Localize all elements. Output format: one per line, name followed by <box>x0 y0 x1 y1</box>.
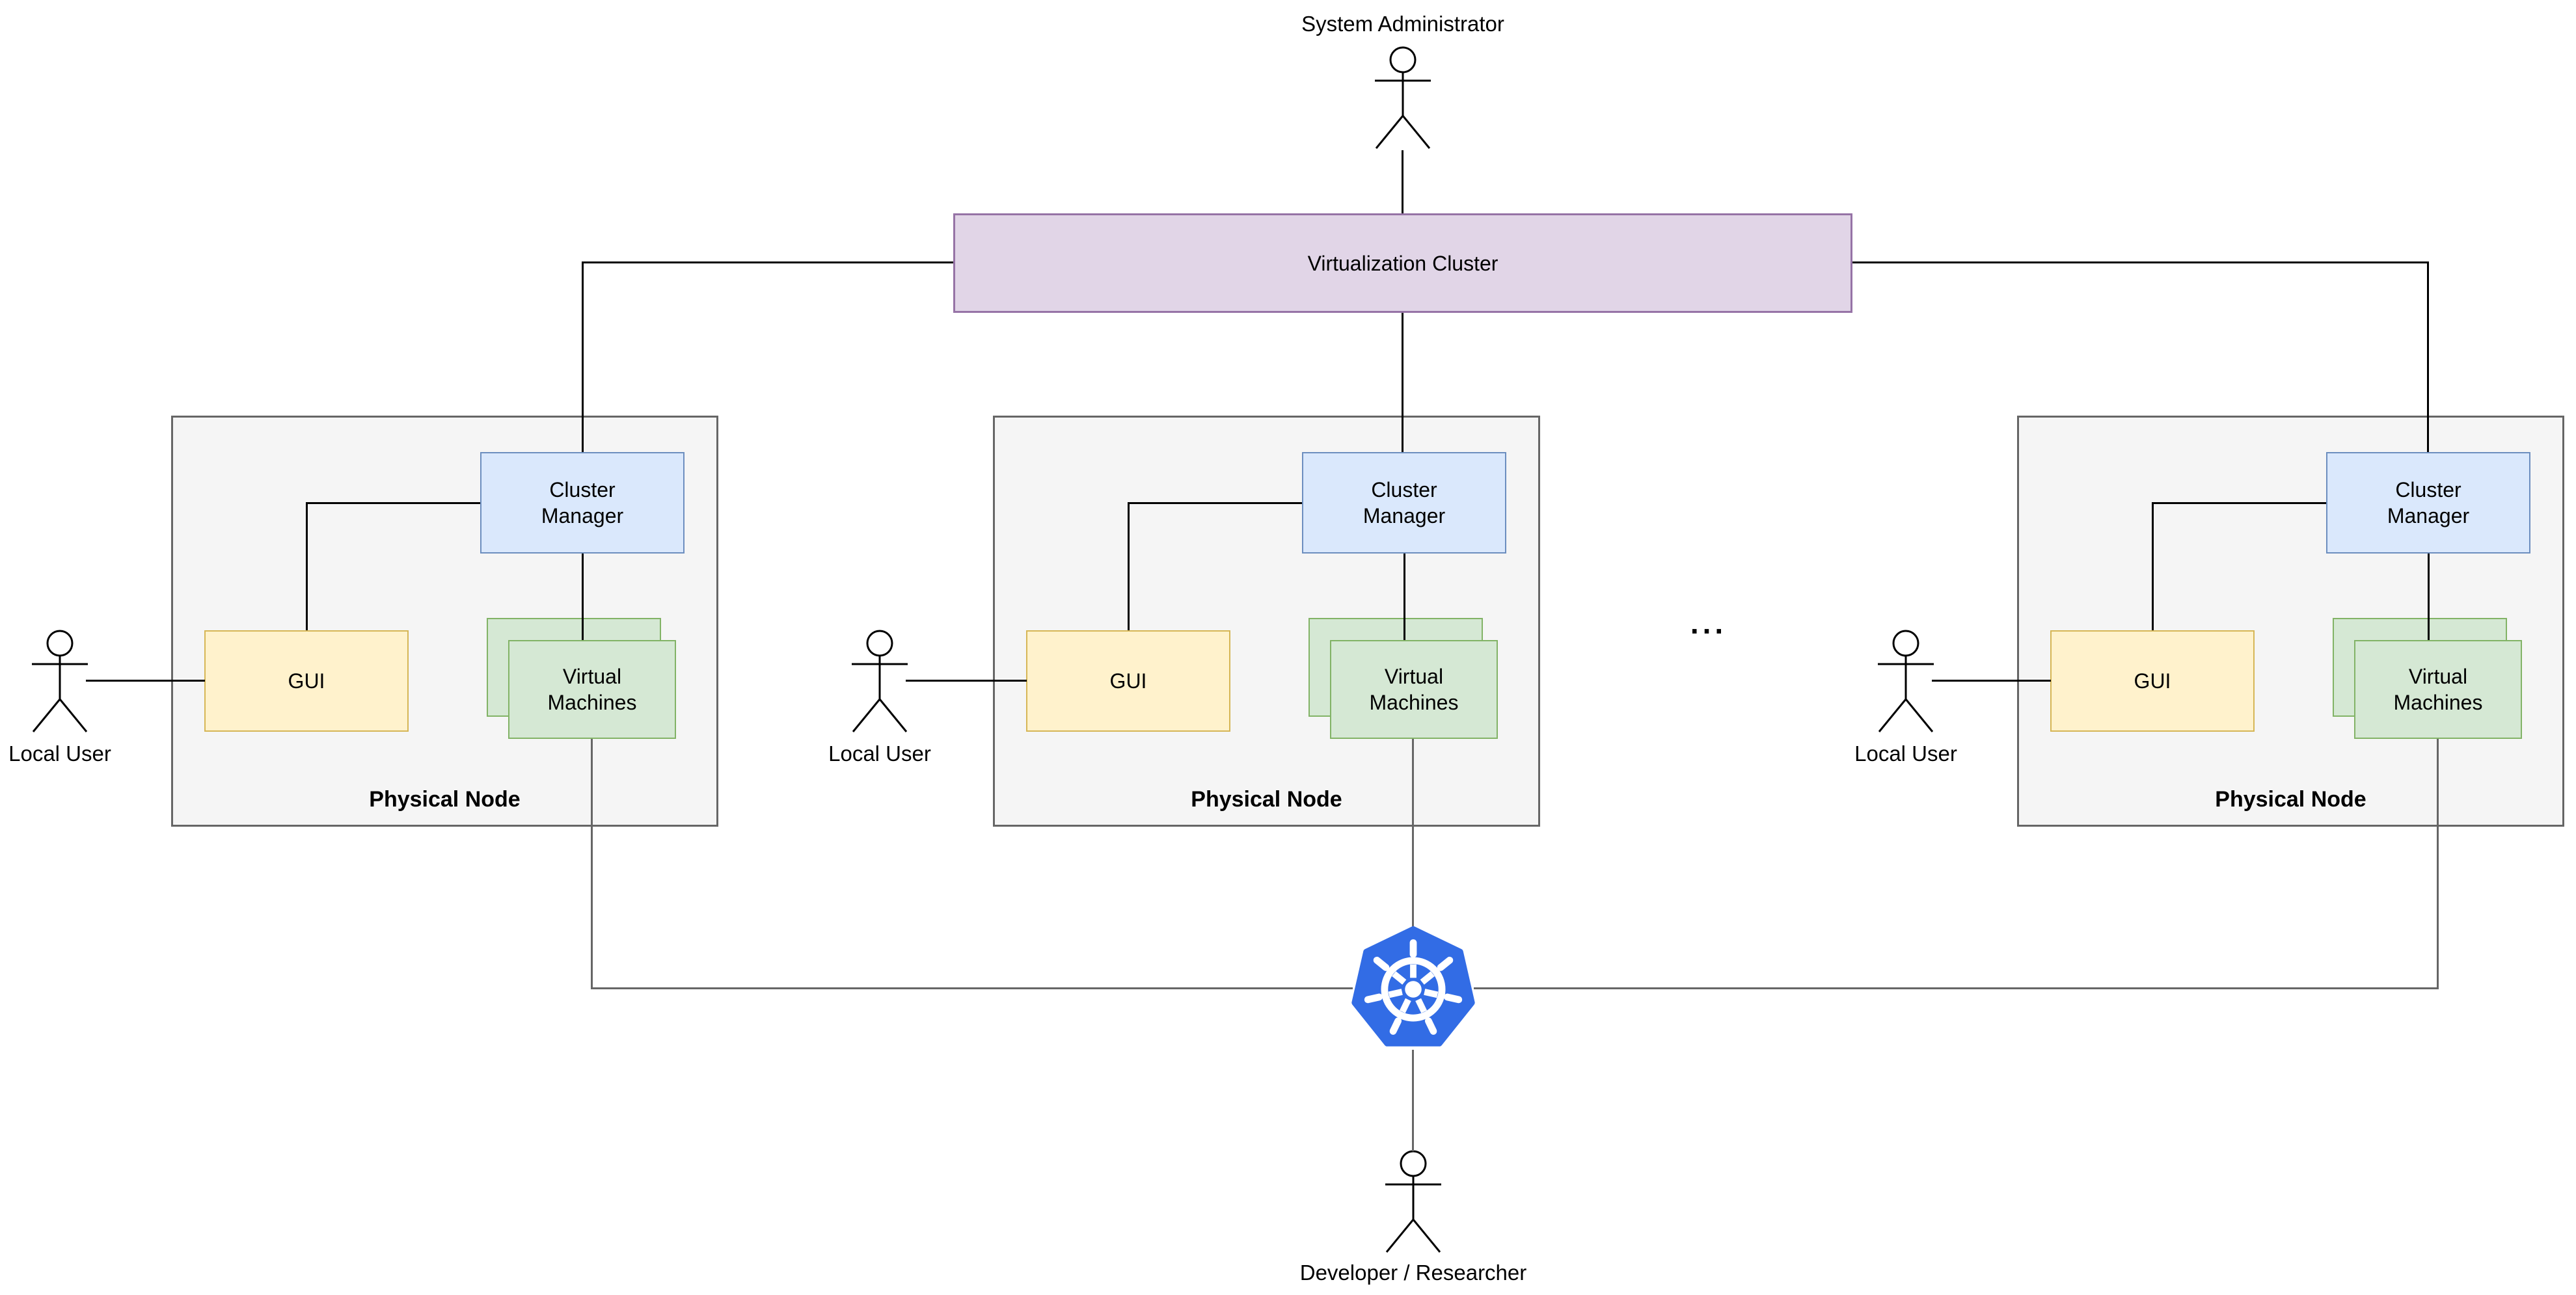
vm-front-box-3: Virtual Machines <box>2354 640 2522 739</box>
person-icon <box>1385 1150 1441 1253</box>
actor-system-administrator <box>1374 46 1431 150</box>
virtual-machines-label: Virtual Machines <box>547 665 637 714</box>
person-icon <box>1878 630 1934 732</box>
cluster-manager-box-2: Cluster Manager <box>1302 452 1506 554</box>
local-user-label-1: Local User <box>8 741 111 766</box>
physical-node-1: Cluster Manager GUI Virtual Machines Phy… <box>171 416 718 827</box>
person-icon <box>32 630 88 732</box>
connector-gui2-cm2-vertical <box>1128 502 1130 630</box>
cluster-manager-label: Cluster Manager <box>2387 478 2470 527</box>
connector-cluster-to-cm2 <box>1402 313 1403 452</box>
connector-gui3-cm3-vertical <box>2152 502 2154 630</box>
cluster-manager-label: Cluster Manager <box>541 478 624 527</box>
connector-gui2-cm2-horizontal <box>1128 502 1302 504</box>
vm-front-box-1: Virtual Machines <box>508 640 676 739</box>
connector-cm1-to-vm1 <box>582 554 584 640</box>
cluster-manager-box-3: Cluster Manager <box>2326 452 2530 554</box>
virtual-machines-label: Virtual Machines <box>1369 665 1459 714</box>
gui-label: GUI <box>1109 669 1147 693</box>
connector-gui1-cm1-vertical <box>306 502 308 630</box>
developer-researcher-label: Developer / Researcher <box>1299 1261 1527 1285</box>
cluster-manager-label: Cluster Manager <box>1363 478 1446 527</box>
actor-developer-researcher <box>1385 1150 1442 1254</box>
connector-vm3-down <box>2437 739 2439 989</box>
gui-label: GUI <box>288 669 325 693</box>
gui-box-1: GUI <box>204 630 409 732</box>
physical-node-3: Cluster Manager GUI Virtual Machines Phy… <box>2017 416 2564 827</box>
local-user-label-2: Local User <box>828 741 931 766</box>
connector-cm3-to-vm3 <box>2428 554 2430 640</box>
connector-user1-to-gui1 <box>86 680 205 682</box>
kubernetes-icon <box>1349 926 1477 1053</box>
person-icon <box>852 630 908 732</box>
connector-cluster-left-horizontal <box>582 261 953 263</box>
connector-cluster-to-cm1 <box>582 261 584 452</box>
connector-cluster-right-horizontal <box>1852 261 2429 263</box>
actor-local-user-3 <box>1877 630 1934 734</box>
virtualization-cluster-box: Virtualization Cluster <box>953 213 1852 313</box>
cluster-manager-box-1: Cluster Manager <box>480 452 685 554</box>
gui-box-2: GUI <box>1026 630 1230 732</box>
gui-box-3: GUI <box>2050 630 2255 732</box>
actor-local-user-2 <box>851 630 908 734</box>
gui-label: GUI <box>2134 669 2171 693</box>
connector-vm1-down <box>591 739 593 989</box>
connector-gui3-cm3-horizontal <box>2152 502 2326 504</box>
system-administrator-label: System Administrator <box>1301 12 1504 36</box>
physical-node-title-2: Physical Node <box>1191 787 1342 812</box>
connector-vm2-to-k8s <box>1412 739 1414 929</box>
more-nodes-ellipsis: ... <box>1690 606 1728 640</box>
local-user-label-3: Local User <box>1854 741 1957 766</box>
virtualization-cluster-label: Virtualization Cluster <box>1307 251 1498 275</box>
virtual-machines-label: Virtual Machines <box>2393 665 2483 714</box>
connector-cluster-to-cm3 <box>2427 261 2429 452</box>
physical-node-title-3: Physical Node <box>2215 787 2366 812</box>
connector-user3-to-gui3 <box>1932 680 2051 682</box>
actor-local-user-1 <box>31 630 88 734</box>
connector-vm1-to-k8s <box>591 987 1353 989</box>
physical-node-2: Cluster Manager GUI Virtual Machines Phy… <box>993 416 1540 827</box>
connector-cm2-to-vm2 <box>1403 554 1405 640</box>
connector-vm3-to-k8s <box>1474 987 2439 989</box>
person-icon <box>1375 46 1431 149</box>
physical-node-title-1: Physical Node <box>369 787 521 812</box>
connector-user2-to-gui2 <box>906 680 1027 682</box>
connector-gui1-cm1-horizontal <box>306 502 480 504</box>
vm-front-box-2: Virtual Machines <box>1330 640 1498 739</box>
connector-k8s-to-developer <box>1412 1050 1414 1151</box>
connector-admin-to-cluster <box>1402 150 1403 213</box>
